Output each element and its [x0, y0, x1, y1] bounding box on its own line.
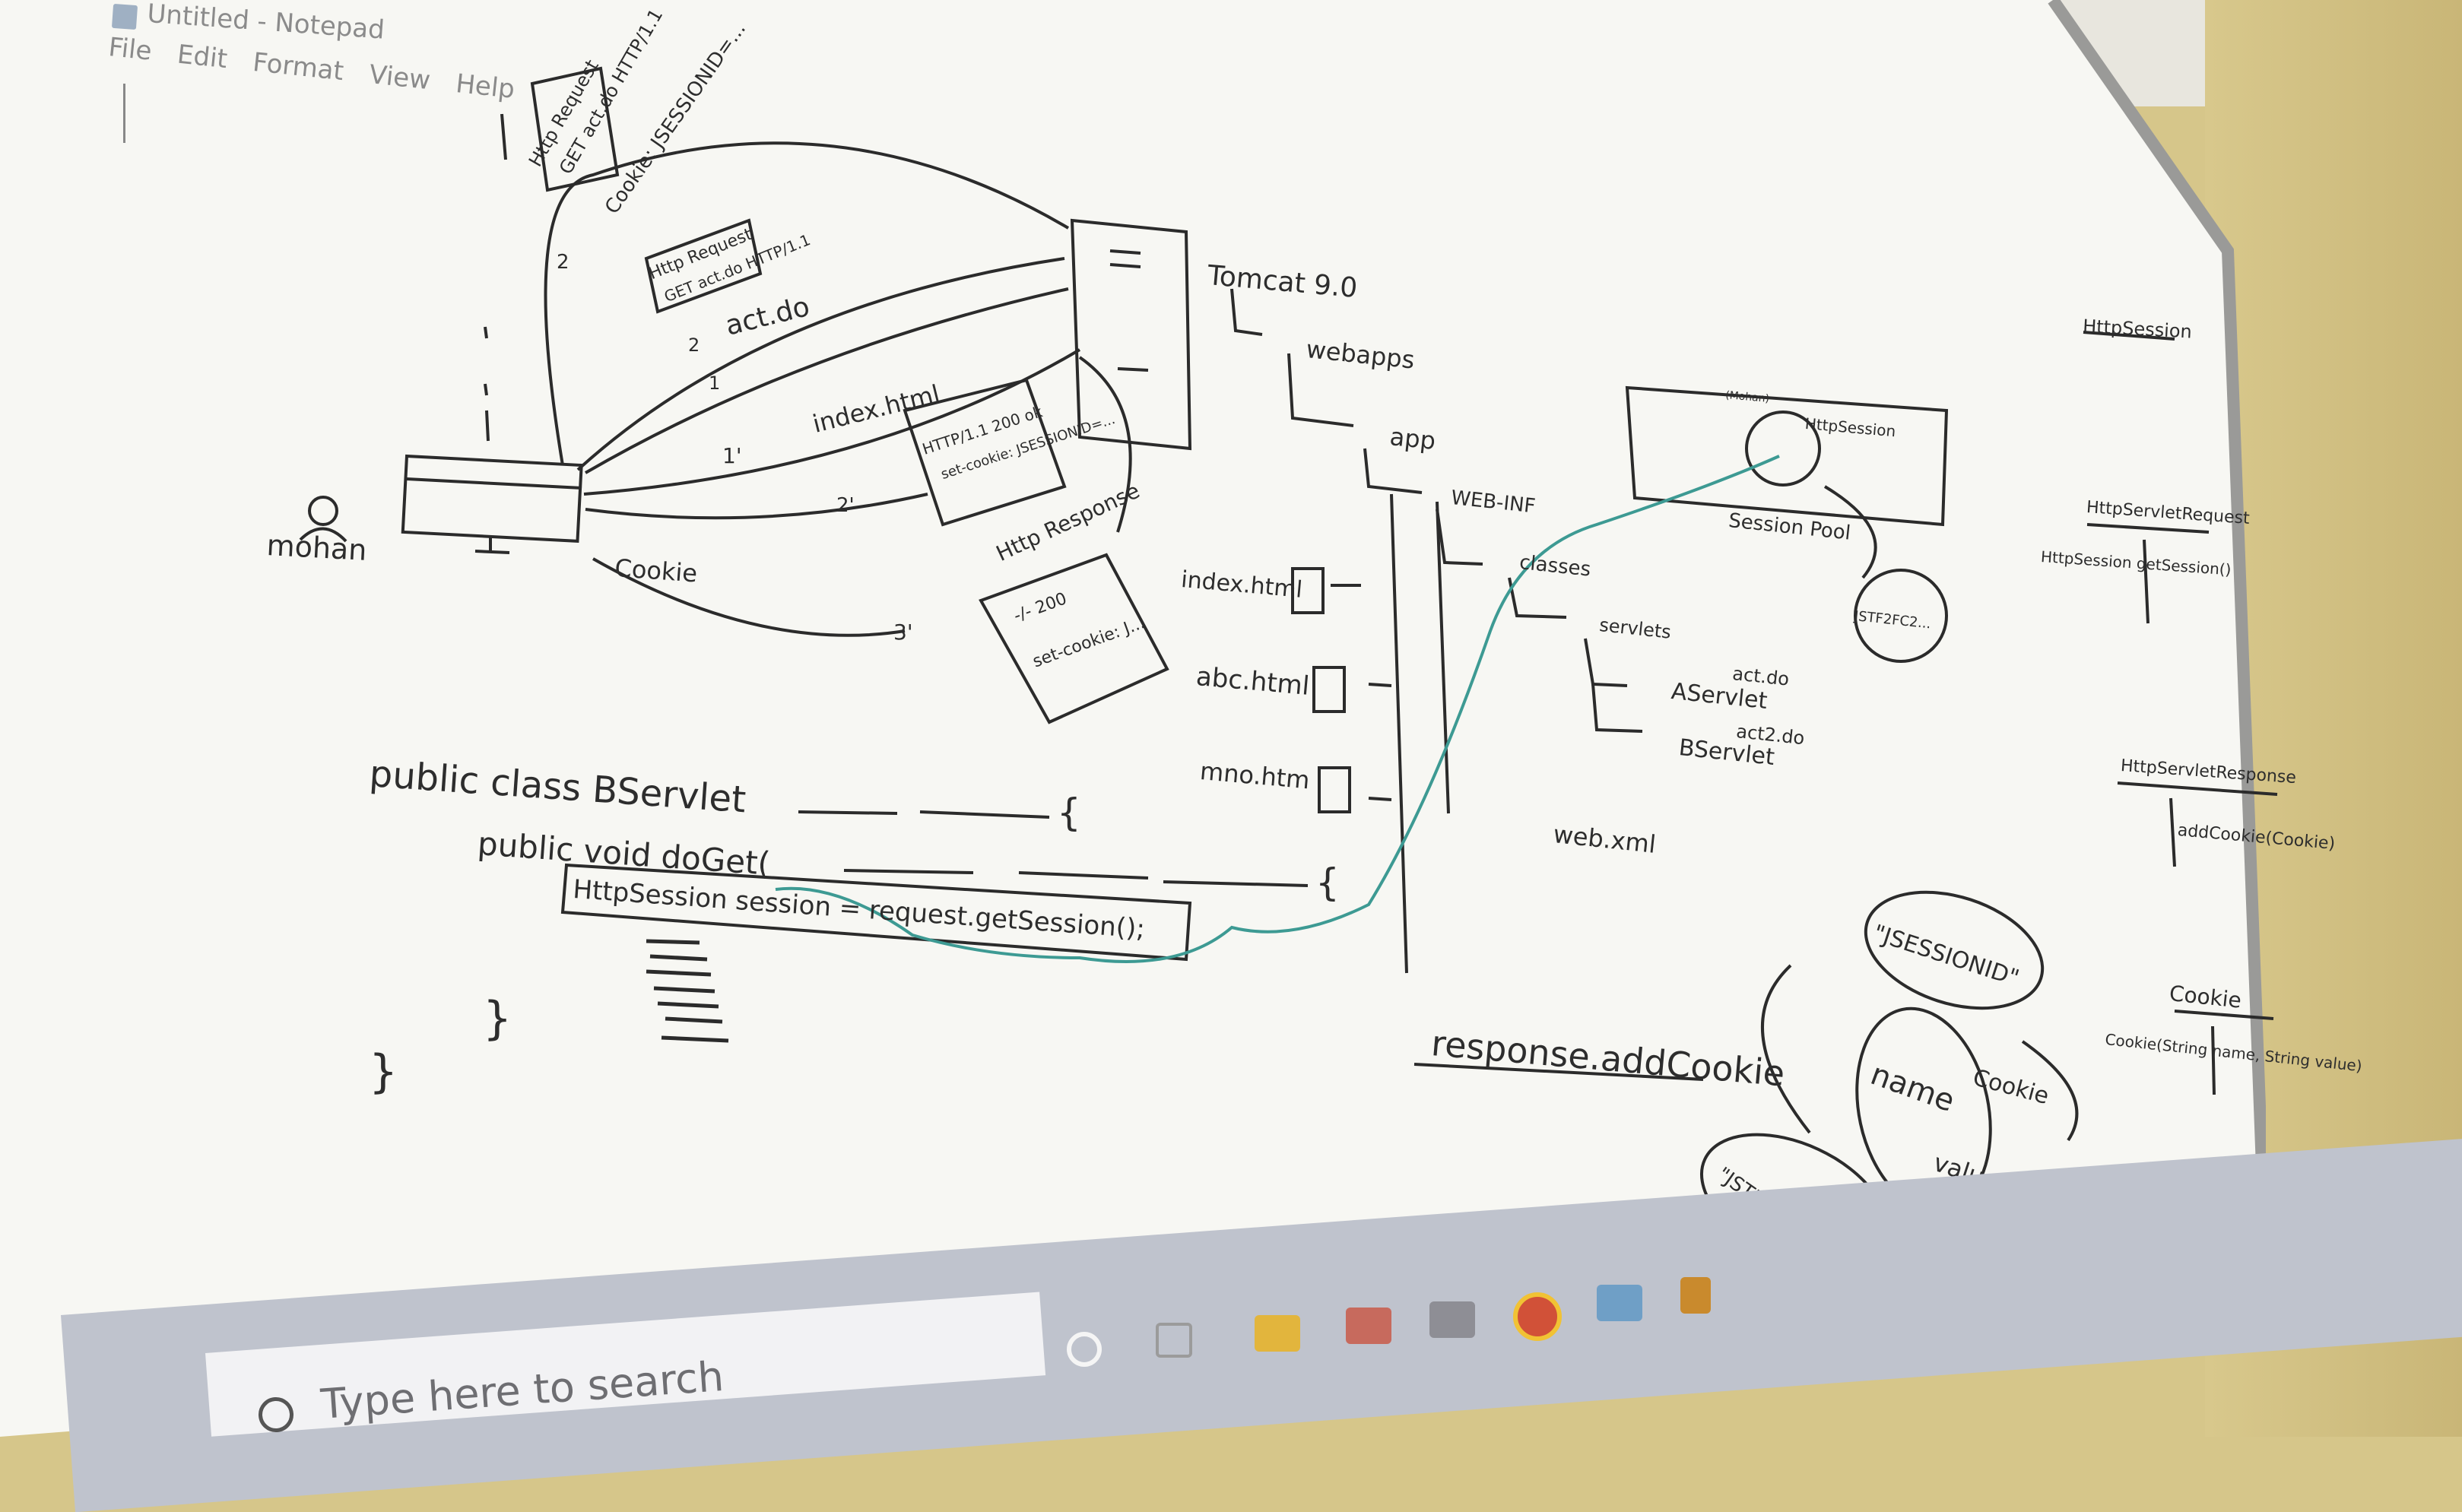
- app2-icon[interactable]: [1680, 1277, 1711, 1314]
- folder-app: app: [1388, 422, 1437, 456]
- code-close-outer: }: [369, 1045, 398, 1098]
- chrome-icon[interactable]: [1513, 1292, 1562, 1341]
- cortana-icon[interactable]: [1067, 1332, 1102, 1367]
- cookie-label: Cookie: [614, 553, 699, 588]
- step-1p-marker: 1': [722, 443, 742, 468]
- task-view-icon[interactable]: [1156, 1323, 1192, 1358]
- code-brace-2: {: [1315, 861, 1340, 905]
- step-2-request-marker: 2: [688, 334, 700, 356]
- code-close-inner: }: [483, 992, 512, 1045]
- text-caret: [123, 84, 125, 143]
- step-1-marker: 1: [709, 372, 721, 394]
- code-brace-1: {: [1057, 791, 1081, 835]
- app-icon[interactable]: [1429, 1301, 1475, 1338]
- user-label: mohan: [265, 528, 368, 567]
- paint-icon[interactable]: [1346, 1308, 1391, 1344]
- file-explorer-icon[interactable]: [1255, 1315, 1300, 1352]
- notepad-icon[interactable]: [1597, 1285, 1642, 1321]
- step-2-marker: 2: [557, 251, 569, 274]
- step-3p-marker: 3': [893, 620, 913, 645]
- step-2p-marker: 2': [836, 494, 855, 517]
